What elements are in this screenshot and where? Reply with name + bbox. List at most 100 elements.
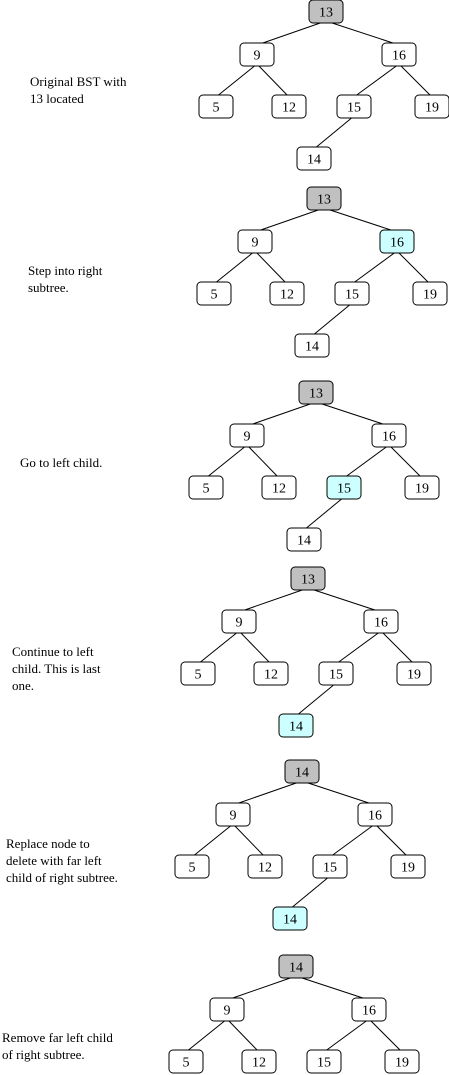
node-box (284, 759, 320, 784)
node-label: 12 (280, 288, 294, 303)
tree-node: 14 (294, 333, 330, 358)
tree-edge (351, 250, 398, 285)
node-label: 16 (368, 809, 382, 824)
panel-1-caption: Original BST with 13 located (30, 74, 127, 106)
tree-edge (307, 587, 382, 613)
node-box (188, 475, 224, 500)
tree-node: 14 (296, 146, 332, 171)
tree-edge (238, 630, 272, 665)
tree-node: 19 (384, 1049, 420, 1074)
tree-node: 15 (312, 854, 348, 879)
node-label: 19 (415, 482, 429, 497)
node-label: 19 (395, 1056, 409, 1071)
tree-node: 5 (196, 281, 232, 306)
node-box (308, 0, 344, 24)
tree-edge (254, 207, 325, 233)
tree-node: 14 (286, 527, 322, 552)
tree-node: 14 (278, 954, 314, 979)
tree-node: 12 (271, 94, 307, 119)
tree-edge (246, 444, 280, 479)
node-box (239, 42, 275, 67)
node-label: 14 (307, 153, 321, 168)
node-label: 14 (289, 720, 303, 735)
node-label: 15 (345, 288, 359, 303)
node-box (363, 609, 399, 634)
tree-edge (329, 823, 376, 858)
tree-node: 16 (371, 423, 407, 448)
node-box (351, 997, 387, 1022)
tree-edge (323, 207, 398, 233)
node-box (306, 1049, 342, 1074)
node-label: 16 (374, 616, 388, 631)
node-label: 9 (244, 430, 251, 445)
tree-edge (185, 1018, 228, 1053)
tree-node: 5 (174, 854, 210, 879)
tree-edge (205, 444, 248, 479)
node-box (278, 954, 314, 979)
panel-2-caption: Step into right subtree. (28, 263, 103, 295)
node-label: 5 (183, 1056, 190, 1071)
node-box (269, 281, 305, 306)
tree-node: 9 (237, 229, 273, 254)
tree-edge (213, 250, 256, 285)
node-box (229, 423, 265, 448)
tree-node: 19 (396, 661, 432, 686)
tree-edge (256, 63, 290, 98)
node-label: 12 (272, 482, 286, 497)
tree-node: 19 (404, 475, 440, 500)
node-box (404, 475, 440, 500)
node-label: 12 (252, 1056, 266, 1071)
tree-edge (254, 250, 288, 285)
node-box (198, 94, 234, 119)
tree-node: 9 (215, 802, 251, 827)
node-box (215, 802, 251, 827)
node-label: 16 (362, 1004, 376, 1019)
node-box (296, 146, 332, 171)
node-label: 5 (195, 668, 202, 683)
tree-edge (323, 1018, 370, 1053)
node-label: 16 (392, 49, 406, 64)
tree-node: 13 (290, 566, 326, 591)
tree-node: 5 (198, 94, 234, 119)
tree-edge (191, 823, 234, 858)
node-box (318, 661, 354, 686)
node-box (180, 661, 216, 686)
tree-node: 9 (209, 997, 245, 1022)
tree-node: 14 (272, 906, 308, 931)
tree-edge (197, 630, 240, 665)
node-label: 9 (224, 1004, 231, 1019)
tree-edge (353, 63, 400, 98)
node-box (209, 997, 245, 1022)
tree-node: 13 (298, 380, 334, 405)
tree-node: 15 (318, 661, 354, 686)
node-label: 5 (189, 861, 196, 876)
tree-node: 12 (253, 661, 289, 686)
node-label: 9 (230, 809, 237, 824)
tree-node: 12 (269, 281, 305, 306)
tree-node: 14 (278, 713, 314, 738)
tree-node: 14 (284, 759, 320, 784)
tree-edge (388, 444, 423, 479)
tree-node: 19 (412, 281, 448, 306)
node-box (272, 906, 308, 931)
tree-node: 19 (414, 94, 449, 119)
tree-node: 9 (239, 42, 275, 67)
node-label: 12 (282, 101, 296, 116)
node-box (196, 281, 232, 306)
panel-4-caption: Continue to left child. This is last one… (12, 644, 101, 693)
tree-node: 15 (336, 94, 372, 119)
tree-edge (301, 780, 376, 806)
panel-3-caption: Go to left child. (20, 455, 103, 470)
tree-edge (303, 496, 345, 531)
node-box (237, 229, 273, 254)
tree-node: 13 (306, 186, 342, 211)
tree-edge (325, 20, 400, 46)
tree-edge (368, 1018, 403, 1053)
tree-edge (343, 444, 390, 479)
tree-node: 16 (351, 997, 387, 1022)
